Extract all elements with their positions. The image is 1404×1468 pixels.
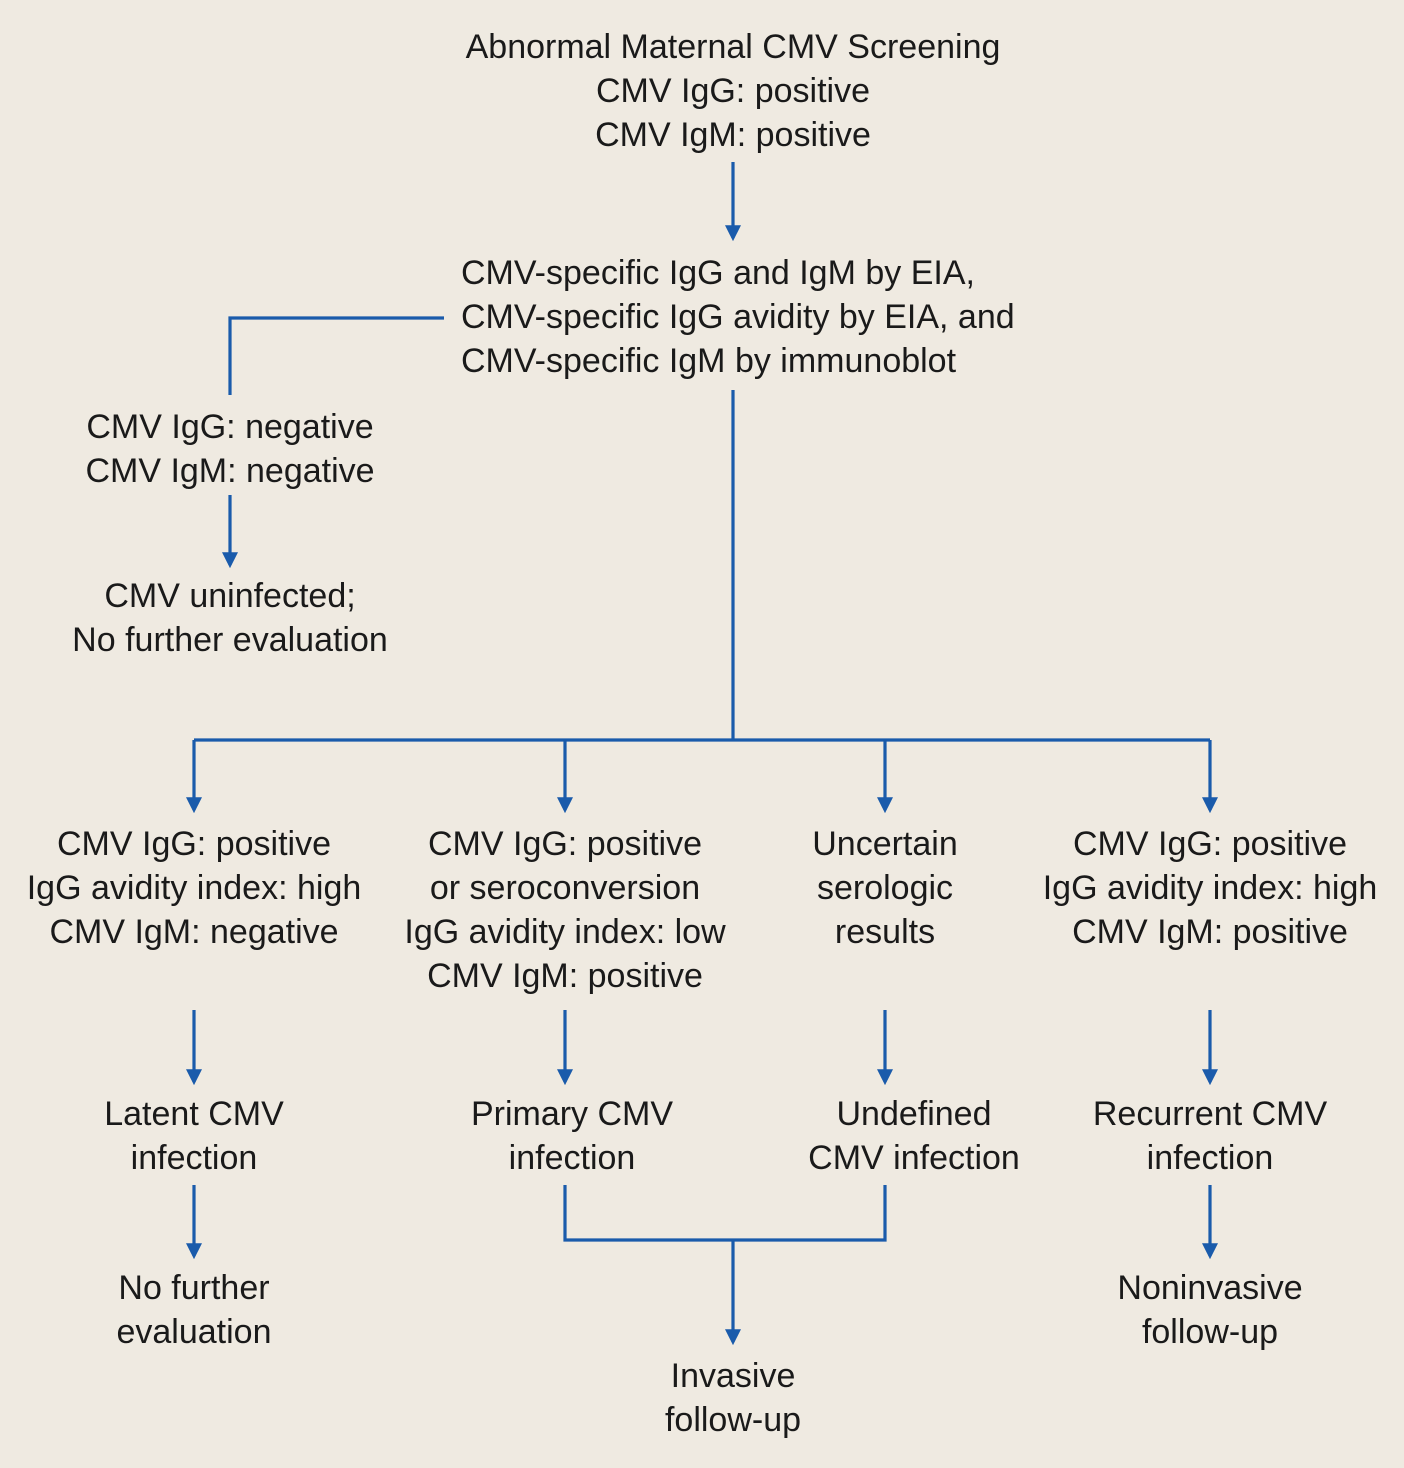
node-noninvasive-follow-up: Noninvasive follow-up: [1117, 1266, 1302, 1354]
node-text: CMV IgM: negative: [49, 913, 339, 951]
node-text: IgG avidity index: low: [404, 913, 726, 951]
node-text: CMV uninfected;: [104, 577, 356, 615]
node-text: or seroconversion: [429, 869, 701, 907]
node-igg-igm-negative: CMV IgG: negative CMV IgM: negative: [85, 405, 374, 493]
node-recurrent-infection: Recurrent CMV infection: [1093, 1092, 1327, 1180]
node-branch-uncertain-criteria: Uncertain serologic results: [812, 822, 958, 954]
node-text: CMV IgM: negative: [85, 452, 375, 490]
node-text: CMV infection: [808, 1139, 1020, 1177]
node-text: No further: [118, 1269, 270, 1307]
node-text: Primary CMV: [470, 1095, 674, 1133]
node-text: Abnormal Maternal CMV Screening: [465, 28, 1001, 66]
node-branch-recurrent-criteria: CMV IgG: positive IgG avidity index: hig…: [1043, 822, 1378, 954]
node-text: IgG avidity index: high: [1042, 869, 1378, 907]
node-text: CMV IgM: positive: [1072, 913, 1348, 951]
node-text: Recurrent CMV: [1092, 1095, 1328, 1133]
node-text: Invasive: [670, 1357, 796, 1395]
node-branch-latent-criteria: CMV IgG: positive IgG avidity index: hig…: [27, 822, 362, 954]
node-text: Noninvasive: [1117, 1269, 1303, 1307]
node-text: CMV IgG: positive: [57, 825, 331, 863]
node-text: CMV-specific IgM by immunoblot: [461, 342, 957, 380]
node-text: CMV-specific IgG avidity by EIA, and: [461, 298, 1015, 336]
node-text: follow-up: [1141, 1313, 1279, 1351]
node-text: serologic: [816, 869, 954, 907]
node-branch-primary-criteria: CMV IgG: positive or seroconversion IgG …: [404, 822, 725, 998]
connector-primary-undefined: [563, 1185, 887, 1242]
node-abnormal-screening: Abnormal Maternal CMV Screening CMV IgG:…: [466, 25, 1001, 157]
node-invasive-follow-up: Invasive follow-up: [665, 1354, 801, 1442]
node-text: Latent CMV: [104, 1095, 284, 1133]
node-latent-infection: Latent CMV infection: [104, 1092, 284, 1180]
node-text: infection: [130, 1139, 258, 1177]
node-text: Undefined: [836, 1095, 992, 1133]
node-text: CMV IgG: negative: [86, 408, 374, 446]
node-undefined-infection: Undefined CMV infection: [808, 1092, 1020, 1180]
node-no-further-evaluation: No further evaluation: [116, 1266, 271, 1354]
node-text: CMV IgG: positive: [428, 825, 702, 863]
node-text: infection: [508, 1139, 636, 1177]
node-text: CMV IgG: positive: [596, 72, 870, 110]
node-text: IgG avidity index: high: [26, 869, 362, 907]
node-text: infection: [1146, 1139, 1274, 1177]
node-text: CMV IgM: positive: [595, 116, 871, 154]
node-text: CMV IgM: positive: [427, 957, 703, 995]
node-text: results: [834, 913, 936, 951]
node-primary-infection: Primary CMV infection: [471, 1092, 673, 1180]
node-text: evaluation: [116, 1313, 272, 1351]
node-text: CMV IgG: positive: [1073, 825, 1347, 863]
connector-tests-to-negative: [228, 316, 444, 395]
node-text: follow-up: [664, 1401, 802, 1439]
node-text: Uncertain: [812, 825, 958, 863]
node-cmv-specific-tests: CMV-specific IgG and IgM by EIA, CMV-spe…: [461, 251, 1015, 383]
node-text: CMV-specific IgG and IgM by EIA,: [461, 254, 975, 292]
node-cmv-uninfected: CMV uninfected; No further evaluation: [72, 574, 388, 662]
node-text: No further evaluation: [72, 621, 388, 659]
